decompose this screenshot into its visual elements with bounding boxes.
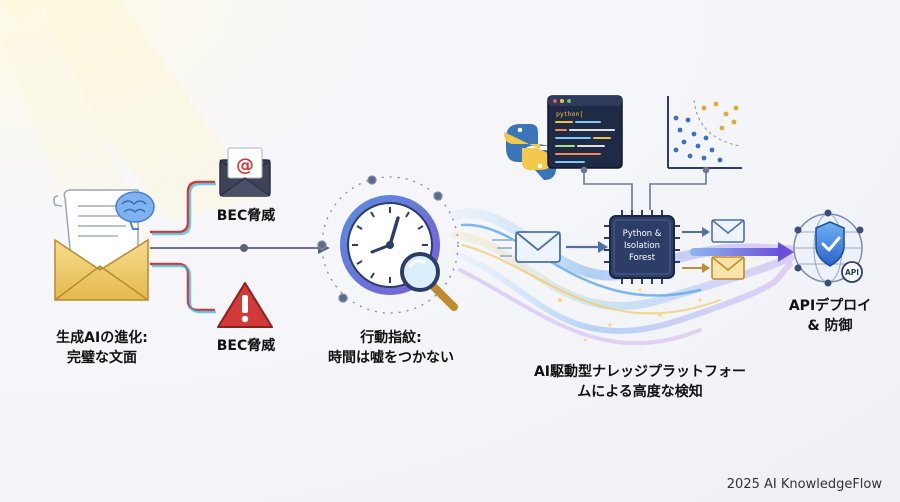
mail-icon [492, 231, 608, 263]
api-label-line2: & 防御 [807, 318, 853, 334]
platform-label-line2: ムによる高度な検知 [577, 384, 703, 400]
genai-label-line1: 生成AIの進化: [56, 330, 148, 346]
shield-globe-icon: API [793, 209, 864, 287]
scatter-plot-icon [667, 96, 742, 169]
code-window-icon: python| [547, 95, 623, 169]
behavior-label-line2: 時間は嘘をつかない [328, 350, 454, 366]
code-window-text: python| [556, 110, 583, 118]
output-arrow [690, 242, 794, 262]
sparkles [558, 288, 702, 342]
clock-orbit [317, 175, 459, 314]
platform-label: AI駆動型ナレッジプラットフォー ムによる高度な検知 [520, 362, 760, 402]
magnifier-icon [400, 252, 458, 311]
envelope-doc-icon [53, 189, 149, 301]
bec-top-label: BEC脅威 [216, 208, 276, 224]
chip-feed-lines [580, 166, 710, 210]
genai-label-line2: 完璧な文面 [67, 350, 137, 366]
chip-label-line2: Isolation [624, 241, 660, 251]
chip-label-line1: Python & [623, 229, 662, 239]
brain-icon [115, 191, 155, 230]
svg-text:@: @ [236, 155, 254, 176]
chip-icon: Python & Isolation Forest [604, 210, 680, 284]
api-label: APIデプロイ & 防御 [780, 296, 880, 336]
api-badge: API [845, 268, 859, 277]
branch-connectors [150, 180, 330, 314]
at-mail-icon: @ [219, 147, 271, 197]
footer-credit: 2025 AI KnowledgeFlow [726, 477, 882, 492]
behavior-label-line1: 行動指紋: [360, 330, 422, 346]
platform-label-line1: AI駆動型ナレッジプラットフォー [533, 364, 747, 380]
behavior-label: 行動指紋: 時間は嘘をつかない [316, 328, 466, 368]
chip-label-line3: Forest [629, 253, 656, 263]
api-label-line1: APIデプロイ [788, 298, 872, 314]
bec-bottom-label: BEC脅威 [216, 338, 276, 354]
python-logo-icon [504, 124, 556, 180]
warning-icon [217, 282, 273, 328]
genai-label: 生成AIの進化: 完璧な文面 [40, 328, 164, 368]
classified-mail-icons [682, 219, 745, 280]
